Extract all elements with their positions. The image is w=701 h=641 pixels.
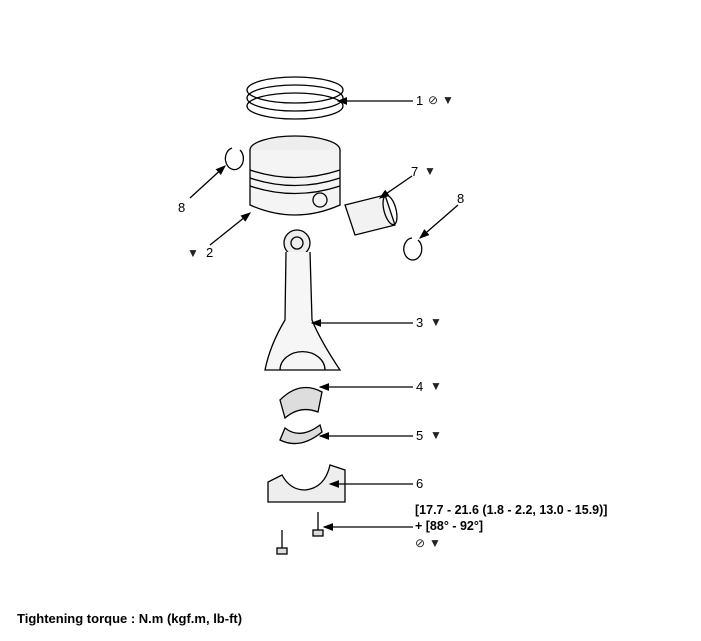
oil-icon: ▼ <box>430 315 442 329</box>
connecting-rod <box>264 229 342 371</box>
torque-spec: [17.7 - 21.6 (1.8 - 2.2, 13.0 - 15.9)] <box>415 503 608 517</box>
bearing-lower <box>279 423 323 445</box>
oil-icon: ▼ <box>442 93 454 107</box>
do-not-reuse-icon: ⊘ <box>428 93 439 107</box>
piston <box>249 135 341 216</box>
piston-rings <box>246 76 344 120</box>
oil-icon: ▼ <box>430 428 442 442</box>
snap-ring-right <box>403 237 423 261</box>
callout-8-right: 8 <box>457 191 465 206</box>
do-not-reuse-icon: ⊘ <box>415 536 426 550</box>
oil-icon: ▼ <box>424 164 436 178</box>
torque-angle: + [88° - 92°] <box>415 519 484 533</box>
callout-7: 7 <box>411 164 419 179</box>
oil-icon: ▼ <box>430 379 442 393</box>
bolts <box>276 512 324 555</box>
callout-6: 6 <box>416 476 424 491</box>
callout-2: 2 <box>206 245 214 260</box>
piston-pin <box>344 194 398 236</box>
callout-1: 1 <box>416 93 424 108</box>
bearing-upper <box>279 386 323 420</box>
callout-8-left: 8 <box>178 200 186 215</box>
oil-icon: ▼ <box>429 536 441 550</box>
torque-units-note: Tightening torque : N.m (kgf.m, lb-ft) <box>17 611 243 626</box>
leader-arrows <box>189 97 459 531</box>
callout-3: 3 <box>416 315 424 330</box>
connecting-rod-cap <box>267 464 346 503</box>
oil-icon: ▼ <box>187 246 199 260</box>
callout-4: 4 <box>416 379 424 394</box>
callout-5: 5 <box>416 428 424 443</box>
snap-ring-left <box>224 147 245 171</box>
